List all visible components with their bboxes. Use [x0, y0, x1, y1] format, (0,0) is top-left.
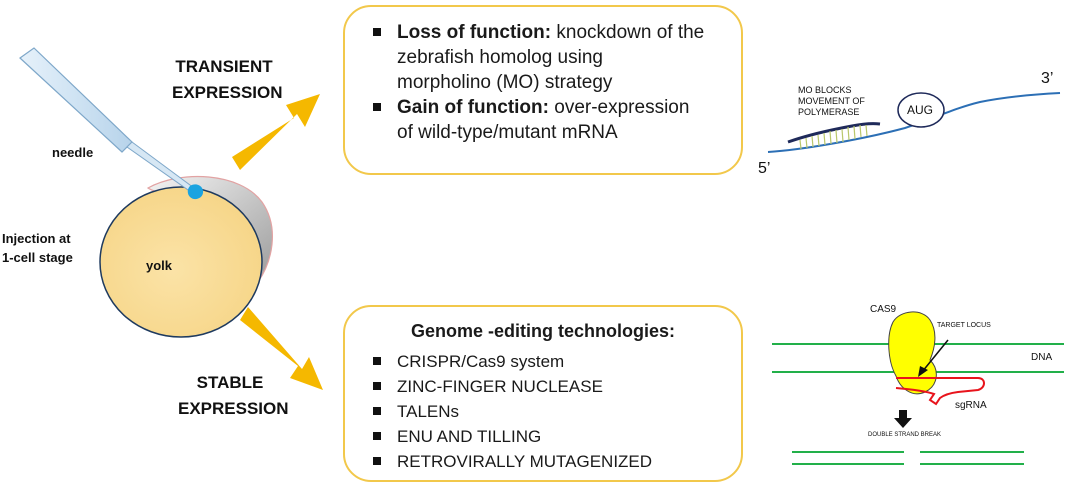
dsb-arrow	[894, 410, 912, 428]
injection-line1: Injection at	[2, 231, 71, 246]
stable-line2: EXPRESSION	[178, 399, 289, 418]
technology-item: ZINC-FINGER NUCLEASE	[369, 374, 652, 399]
mo-blocks-label: MO BLOCKS MOVEMENT OF POLYMERASE	[798, 85, 865, 118]
stable-bullet-list: CRISPR/Cas9 system ZINC-FINGER NUCLEASE …	[369, 349, 652, 474]
bullet-square-icon	[373, 407, 381, 415]
sgrna-label: sgRNA	[955, 400, 987, 411]
cas9-label: CAS9	[870, 304, 897, 315]
transient-line2: EXPRESSION	[172, 83, 283, 102]
loss-of-function-item: Loss of function: knockdown of the zebra…	[369, 20, 704, 95]
cas9-shape	[888, 311, 937, 395]
double-strand-break-label: DOUBLE STRAND BREAK	[868, 432, 942, 438]
mo-blocks-line3: POLYMERASE	[798, 107, 860, 117]
loss-of-function-text-3: morpholino (MO) strategy	[397, 72, 613, 93]
transient-bullet-list: Loss of function: knockdown of the zebra…	[369, 20, 704, 145]
mo-oligo	[787, 122, 881, 144]
gain-of-function-item: Gain of function: over-expression of wil…	[369, 95, 704, 145]
aug-label: AUG	[907, 103, 934, 117]
technology-item: RETROVIRALLY MUTAGENIZED	[369, 449, 652, 474]
bullet-square-icon	[373, 432, 381, 440]
three-prime-label: 3’	[1041, 70, 1054, 87]
loss-of-function-heading: Loss of function:	[397, 22, 552, 43]
stable-box: Genome -editing technologies: CRISPR/Cas…	[343, 305, 743, 482]
yolk-ellipse	[99, 186, 263, 338]
injection-label: Injection at 1-cell stage	[2, 229, 73, 267]
stable-expression-label: STABLE EXPRESSION	[178, 370, 289, 422]
bullet-square-icon	[373, 103, 381, 111]
dna-label: DNA	[1031, 352, 1053, 363]
technology-item: CRISPR/Cas9 system	[369, 349, 652, 374]
technology-text: RETROVIRALLY MUTAGENIZED	[397, 452, 653, 471]
mo-blocks-line2: MOVEMENT OF	[798, 96, 865, 106]
technology-text: CRISPR/Cas9 system	[397, 352, 565, 371]
bullet-square-icon	[373, 457, 381, 465]
needle-label: needle	[52, 145, 94, 160]
bullet-square-icon	[373, 28, 381, 36]
bullet-square-icon	[373, 357, 381, 365]
technology-item: TALENs	[369, 399, 652, 424]
transient-expression-label: TRANSIENT EXPRESSION	[172, 54, 283, 106]
technology-text: TALENs	[397, 402, 460, 421]
crispr-diagram	[772, 311, 1064, 465]
five-prime-label: 5’	[758, 160, 771, 177]
gain-of-function-heading: Gain of function:	[397, 97, 549, 118]
stable-line1: STABLE	[196, 373, 264, 392]
technology-item: ENU AND TILLING	[369, 424, 652, 449]
bullet-square-icon	[373, 382, 381, 390]
loss-of-function-text-1: knockdown of the	[551, 22, 705, 43]
mo-blocks-line1: MO BLOCKS	[798, 85, 852, 95]
technology-text: ZINC-FINGER NUCLEASE	[397, 377, 603, 396]
aug-circle	[897, 92, 945, 128]
stable-arrow	[240, 307, 323, 390]
genome-editing-title: Genome -editing technologies:	[410, 321, 675, 341]
yolk-label: yolk	[146, 258, 173, 273]
loss-of-function-text-2: zebrafish homolog using	[397, 47, 603, 68]
gain-of-function-text-1: over-expression	[548, 97, 690, 118]
needle-graphic	[19, 47, 204, 200]
transient-box: Loss of function: knockdown of the zebra…	[343, 5, 743, 175]
mrna-diagram	[767, 92, 1061, 153]
technology-text: ENU AND TILLING	[397, 427, 542, 446]
transient-line1: TRANSIENT	[175, 57, 273, 76]
injection-line2: 1-cell stage	[2, 250, 73, 265]
transient-arrow	[232, 94, 320, 170]
gain-of-function-text-2: of wild-type/mutant mRNA	[397, 122, 618, 143]
sgrna-strand	[895, 377, 985, 406]
target-locus-label: TARGET LOCUS	[937, 322, 991, 329]
